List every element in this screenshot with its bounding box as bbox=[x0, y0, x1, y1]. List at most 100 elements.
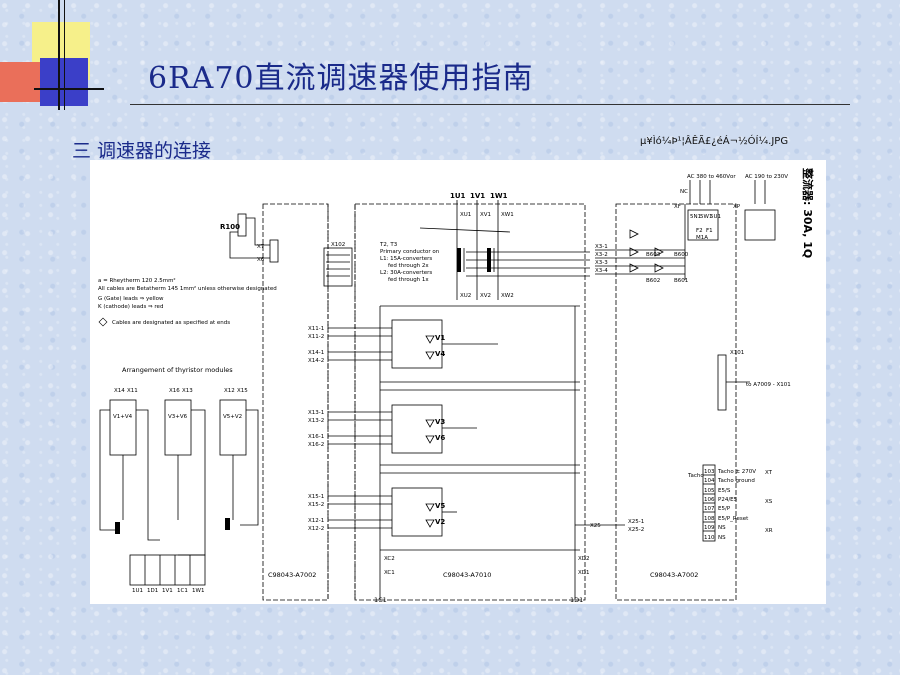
legend-line-3: K (cathode) leads ⇒ red bbox=[98, 304, 163, 310]
xd1-label: XD1 bbox=[578, 570, 590, 576]
x3-label-4: X3-4 bbox=[595, 268, 608, 274]
module-id-mid: C98043-A7010 bbox=[443, 571, 491, 579]
terminal-3: 1C1 bbox=[177, 588, 188, 594]
legend-line-0: a = Rheytherm 120 2.5mm² bbox=[98, 277, 176, 284]
tacho-pin-107: 107 bbox=[704, 506, 715, 512]
legend-line-1: All cables are Betatherm 145 1mm² unless… bbox=[98, 285, 277, 292]
b-label-603: B603 bbox=[646, 252, 661, 258]
xc2-label: XC2 bbox=[384, 556, 395, 562]
diamond-icon bbox=[98, 317, 108, 327]
module-pin-4: X12 bbox=[224, 388, 235, 394]
x-left-9: X15-2 bbox=[308, 502, 324, 508]
tacho-group-xr: XR bbox=[765, 528, 773, 534]
terminal-2: 1V1 bbox=[162, 588, 173, 594]
x-left-8: X15-1 bbox=[308, 494, 324, 500]
supply-label-2: AC 190 to 230V bbox=[745, 174, 788, 180]
module-id-right: C98043-A7002 bbox=[650, 571, 698, 579]
fuse-label-5w1: 5W1 bbox=[700, 214, 712, 220]
t2t3-note-3: fed through 2x bbox=[388, 263, 429, 269]
x-left-4: X13-1 bbox=[308, 410, 324, 416]
x3-label-3: X3-3 bbox=[595, 260, 608, 266]
x3-label-2: X3-2 bbox=[595, 252, 608, 258]
t2t3-note-1: Primary conductor on bbox=[380, 249, 440, 255]
x-left-2: X14-1 bbox=[308, 350, 324, 356]
tacho-text-106: P24/E5 bbox=[718, 497, 738, 503]
x25-label: X25 bbox=[590, 523, 601, 529]
x-left-7: X16-2 bbox=[308, 442, 324, 448]
xv1-label: XV1 bbox=[480, 212, 491, 218]
x6-label: X6 bbox=[257, 257, 265, 263]
b-label-602: B602 bbox=[646, 278, 660, 284]
tacho-text-104: Tacho ground bbox=[717, 478, 755, 484]
module-label-v5v2: V5+V2 bbox=[223, 414, 242, 420]
x-left-5: X13-2 bbox=[308, 418, 324, 424]
wiring-diagram: 1U1 1V1 1W1 1C1 1D1 C98043-A7002 C98043-… bbox=[90, 160, 826, 604]
b-label-600: B600 bbox=[674, 252, 689, 258]
x-left-10: X12-1 bbox=[308, 518, 324, 524]
thyristor-v6: V6 bbox=[435, 434, 445, 442]
fuse-label-m1a: M1A bbox=[696, 235, 708, 241]
bus-label-1v1: 1V1 bbox=[470, 192, 485, 200]
module-pin-1: X11 bbox=[127, 388, 138, 394]
x101-label: X101 bbox=[730, 350, 744, 356]
decor-vertical-line-thin bbox=[64, 0, 65, 110]
bottom-label-1c1: 1C1 bbox=[374, 596, 387, 604]
x102-label: X102 bbox=[331, 242, 345, 248]
x-left-0: X11-1 bbox=[308, 326, 324, 332]
fuse-label-f1: F1 bbox=[706, 228, 713, 234]
fuse-label-xp: XP bbox=[733, 204, 741, 210]
title-underline bbox=[130, 104, 850, 105]
t2t3-note-4: L2: 30A-converters bbox=[380, 270, 432, 276]
tacho-pin-109: 109 bbox=[704, 525, 715, 531]
tacho-label: Tacho bbox=[687, 473, 704, 479]
t2t3-note-2: L1: 15A-converters bbox=[380, 256, 432, 262]
decor-horizontal-line bbox=[34, 88, 104, 90]
thyristor-v3: V3 bbox=[435, 418, 445, 426]
xw1-label: XW1 bbox=[501, 212, 514, 218]
module-pin-0: X14 bbox=[114, 388, 125, 394]
decor-vertical-line bbox=[58, 0, 60, 110]
thyristor-v1: V1 bbox=[435, 334, 445, 342]
thyristor-v2: V2 bbox=[435, 518, 445, 526]
tacho-text-107: E5/P bbox=[718, 506, 731, 512]
x-left-6: X16-1 bbox=[308, 434, 324, 440]
tacho-pin-104: 104 bbox=[704, 478, 715, 484]
module-border-left bbox=[262, 203, 329, 601]
bottom-label-1d1: 1D1 bbox=[570, 596, 583, 604]
x25-1-label: X25-1 bbox=[628, 519, 644, 525]
image-filename-label: µ¥Ìó¼Þ¹¦ÂÊÃ£¿éÁ¬½ÓÍ¼.JPG bbox=[640, 136, 789, 147]
arrangement-title: Arrangement of thyristor modules bbox=[122, 366, 233, 374]
module-pin-2: X16 bbox=[169, 388, 180, 394]
fuse-label-5u1: 5U1 bbox=[710, 214, 721, 220]
supply-label-0: AC 380 to 460V bbox=[687, 174, 730, 180]
x-left-1: X11-2 bbox=[308, 334, 324, 340]
b-label-601: B601 bbox=[674, 278, 688, 284]
tacho-pin-110: 110 bbox=[704, 535, 715, 541]
to-x101-label: to A7009 - X101 bbox=[746, 382, 791, 388]
r100-label: R100 bbox=[220, 223, 240, 231]
module-label-v1v4: V1+V4 bbox=[113, 414, 133, 420]
terminal-1: 1D1 bbox=[147, 588, 158, 594]
xw2-label: XW2 bbox=[501, 293, 514, 299]
module-pin-5: X15 bbox=[237, 388, 248, 394]
module-id-left: C98043-A7002 bbox=[268, 571, 316, 579]
terminal-0: 1U1 bbox=[132, 588, 143, 594]
section-heading: 三 调速器的连接 bbox=[72, 140, 212, 162]
xd2-label: XD2 bbox=[578, 556, 590, 562]
t2t3-note-5: fed through 1x bbox=[388, 277, 429, 283]
t2t3-note-0: T2, T3 bbox=[379, 242, 398, 248]
tacho-group-xt: XT bbox=[765, 470, 773, 476]
xu1-label: XU1 bbox=[460, 212, 471, 218]
module-border-right bbox=[615, 203, 737, 601]
tacho-pin-105: 105 bbox=[704, 488, 715, 494]
slide-title: 6RA70直流调速器使用指南 bbox=[148, 61, 534, 96]
module-pin-3: X13 bbox=[182, 388, 193, 394]
tacho-text-108: E5/P_Reset bbox=[718, 516, 749, 522]
tacho-pin-106: 106 bbox=[704, 497, 715, 503]
xc1-label: XC1 bbox=[384, 570, 395, 576]
x-left-11: X12-2 bbox=[308, 526, 324, 532]
terminal-4: 1W1 bbox=[192, 588, 204, 594]
tacho-group-xs: XS bbox=[765, 499, 773, 505]
fuse-label-f2: F2 bbox=[696, 228, 703, 234]
x7-label: X7 bbox=[257, 244, 265, 250]
